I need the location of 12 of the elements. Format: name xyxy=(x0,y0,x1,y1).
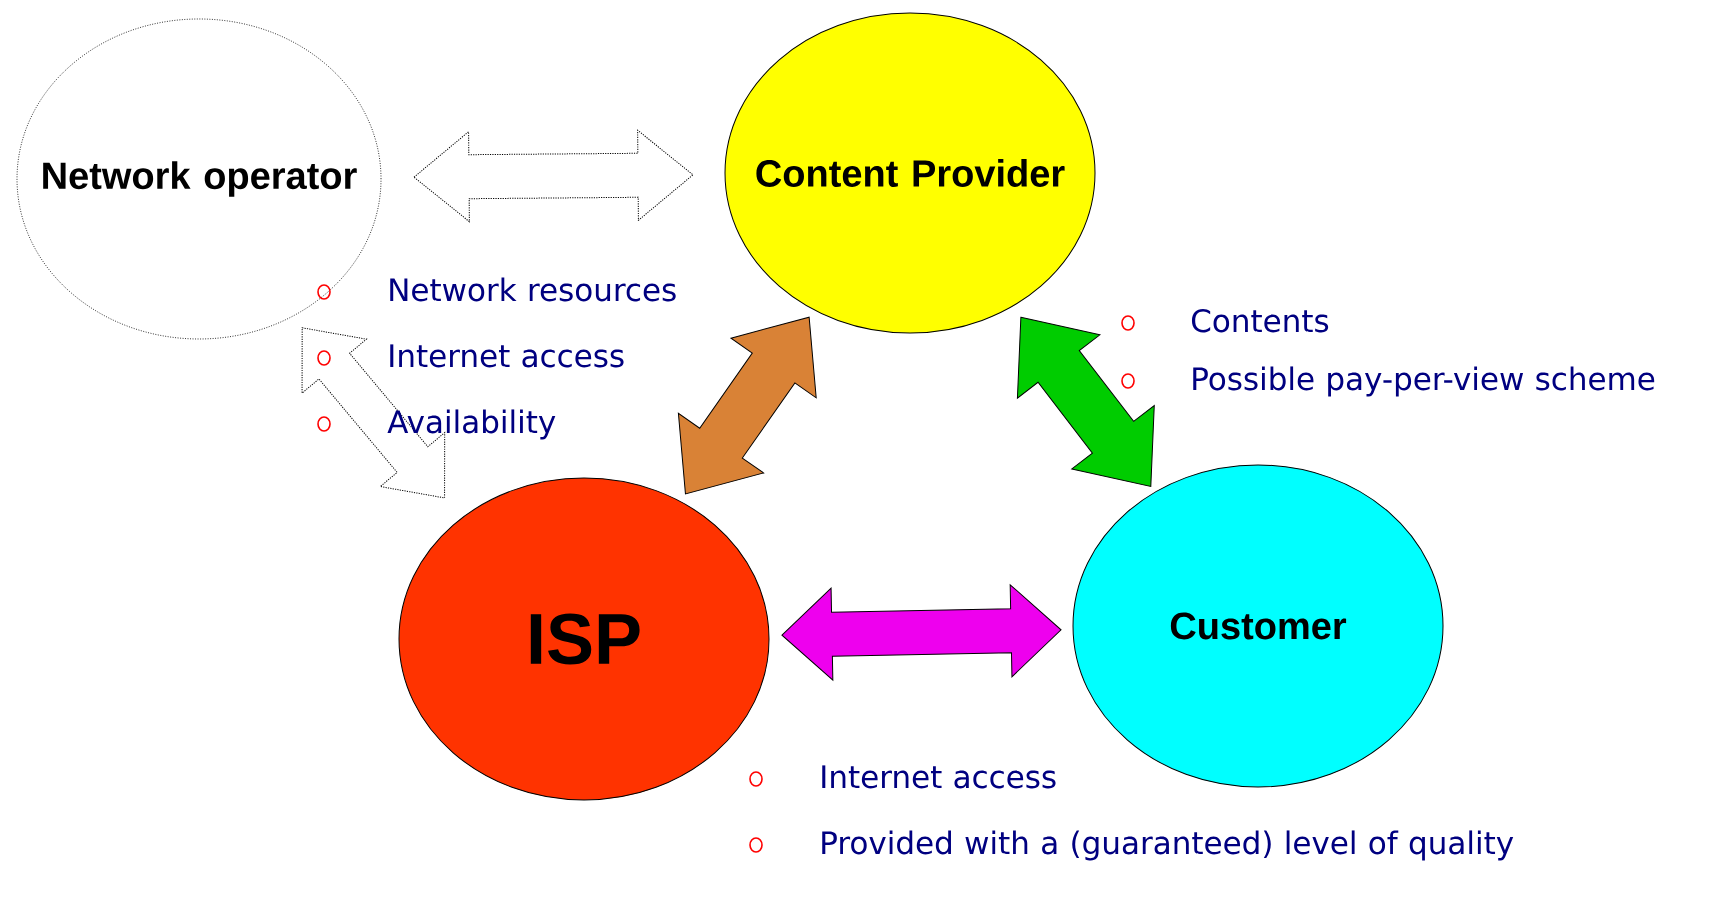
double-arrow xyxy=(1016,316,1155,487)
list-item: Possible pay-per-view scheme xyxy=(1193,366,1655,397)
list-item: Contents xyxy=(1191,309,1329,333)
list-item: Availability xyxy=(387,409,556,440)
list-item: Internet access xyxy=(822,765,1056,789)
double-arrow xyxy=(413,129,694,223)
double-arrow xyxy=(781,584,1062,681)
list-item: Internet access xyxy=(390,344,624,368)
list-item: Network resources xyxy=(390,277,676,302)
double-arrow xyxy=(301,327,446,499)
double-arrow xyxy=(677,316,817,495)
list-item: Provided with a (guaranteed) level of quality xyxy=(822,830,1514,861)
